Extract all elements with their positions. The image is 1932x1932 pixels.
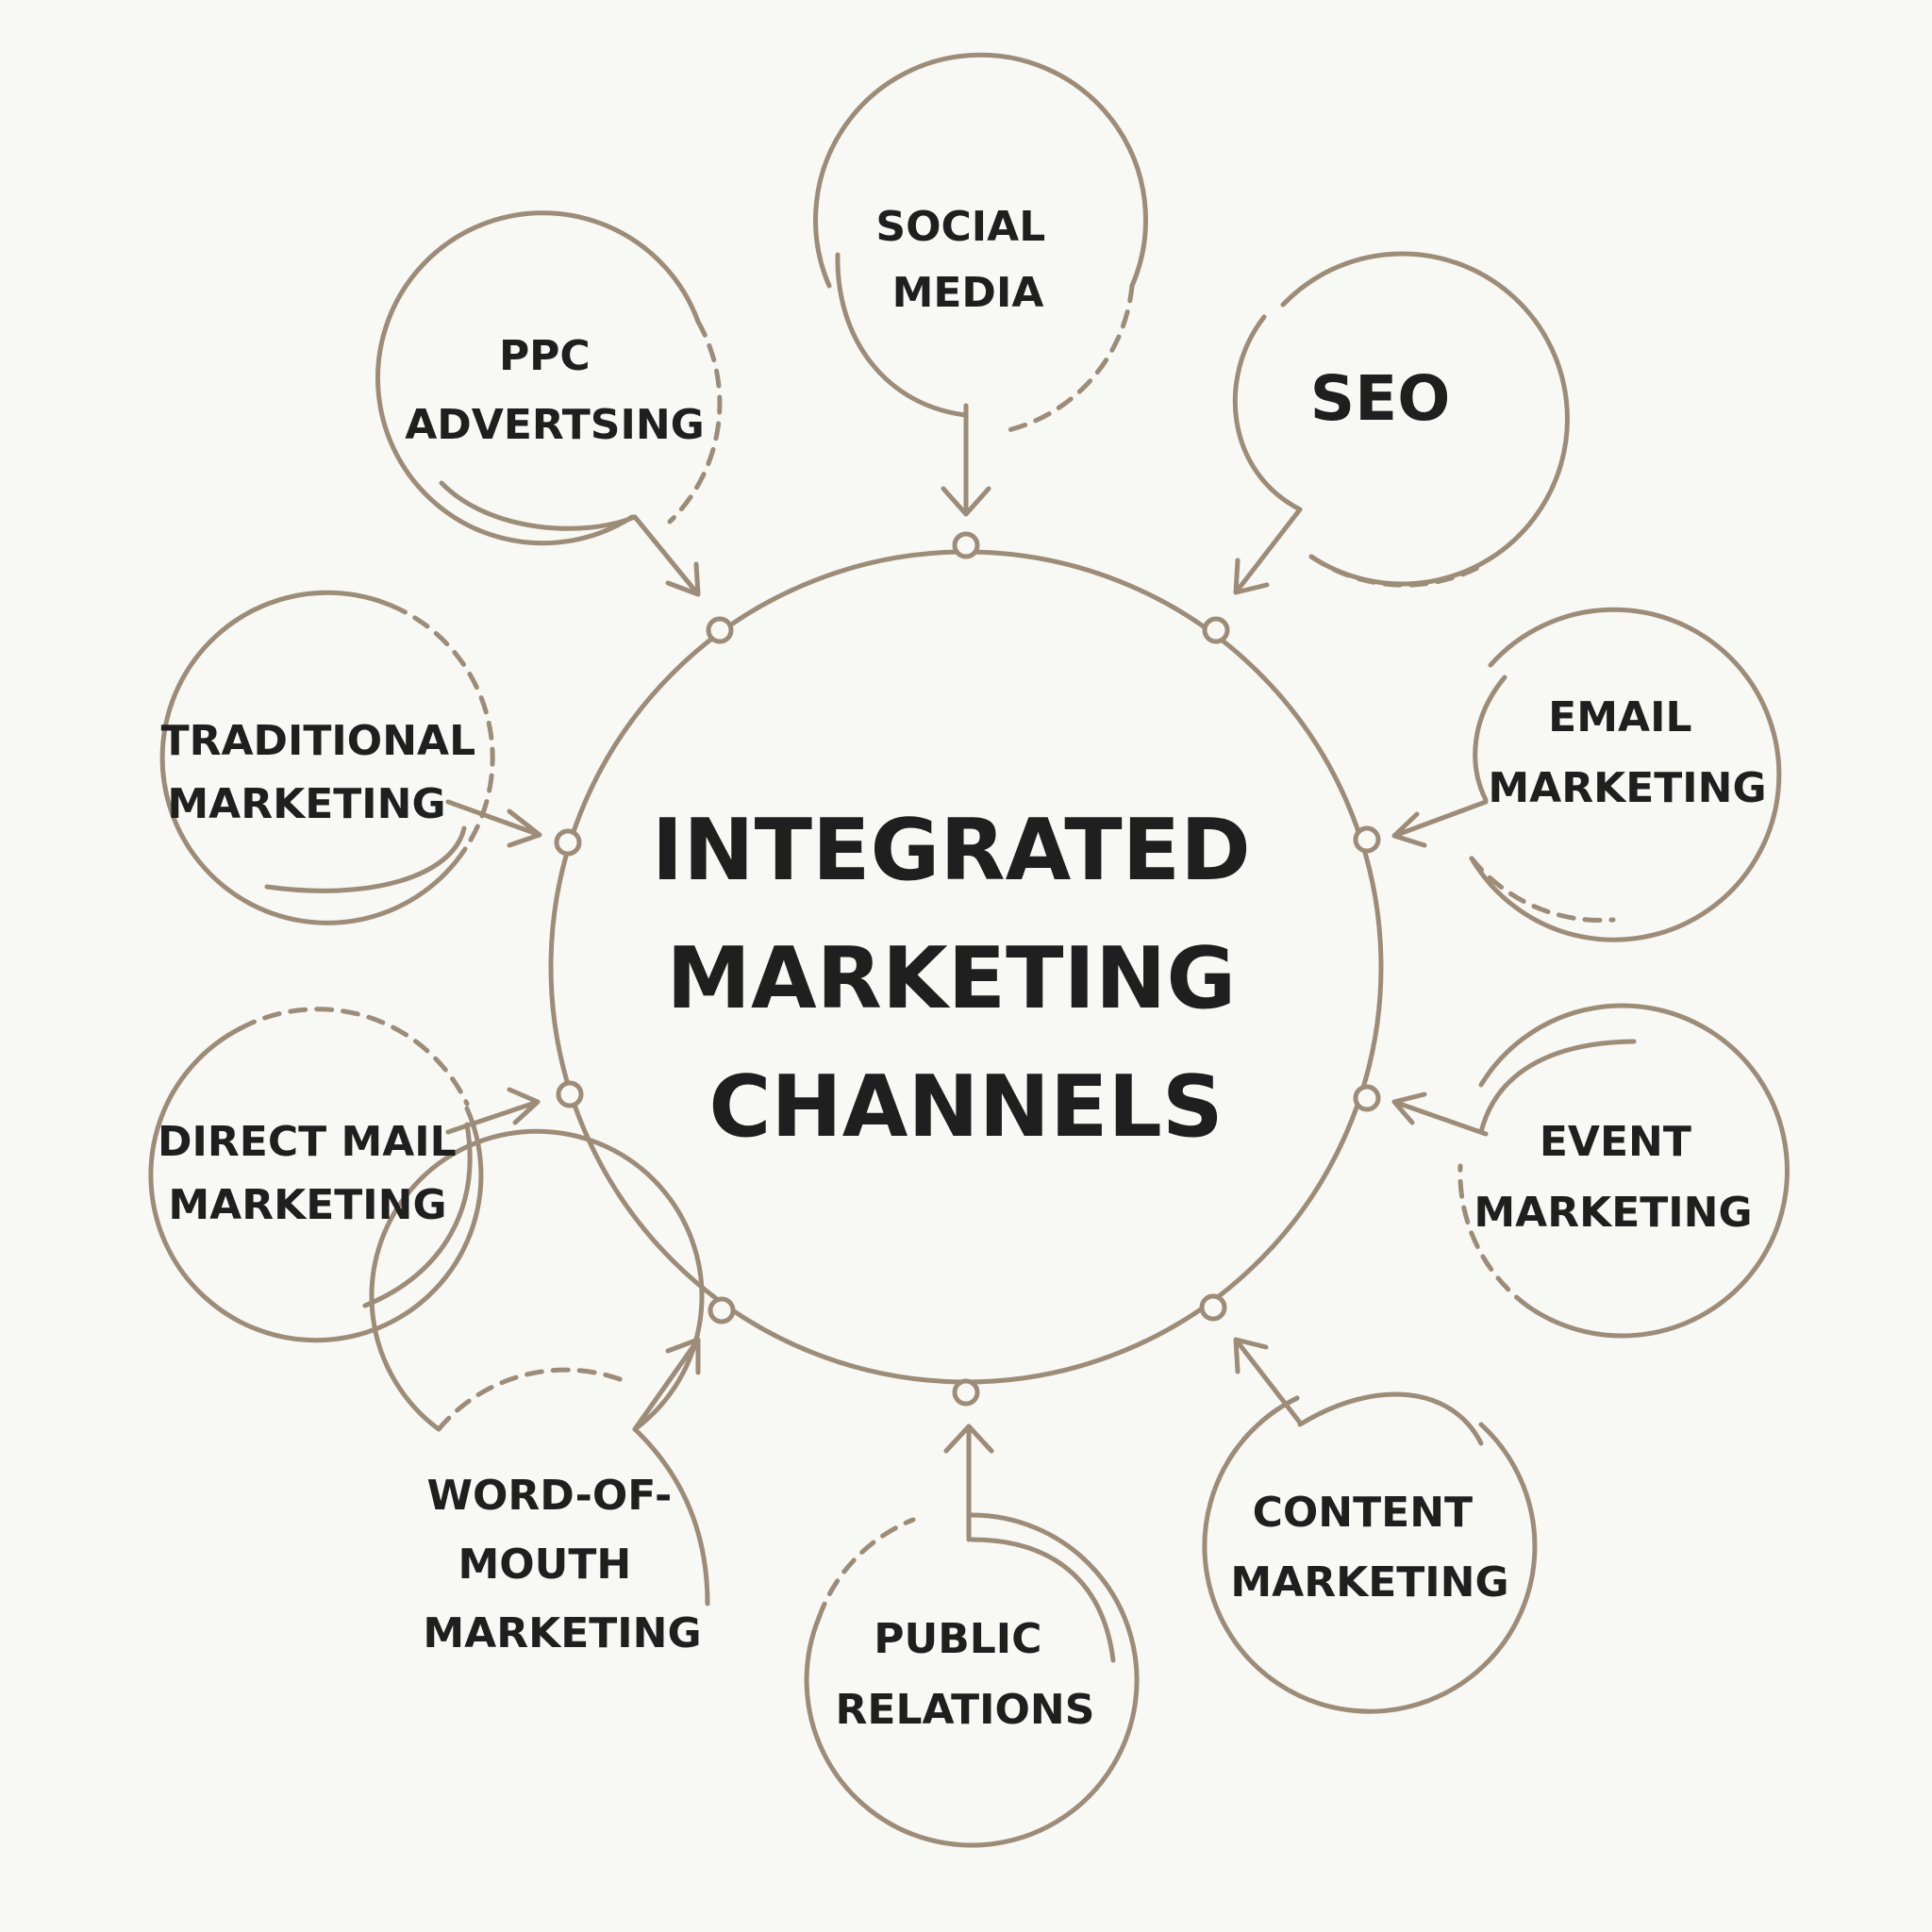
traditional-marketing-dashed-arc [389,603,495,852]
email-marketing-label-line: EMAIL [1548,693,1691,741]
channel-social-media: SOCIAL MEDIA [813,52,1148,517]
traditional-marketing-label-line: MARKETING [167,780,445,828]
channel-email-marketing: EMAIL MARKETING [1391,607,1782,942]
traditional-marketing-inner-arc [264,825,467,893]
direct-mail-inner-arc [362,1122,473,1308]
traditional-marketing-connector [445,799,542,848]
ppc-advertising-inner-arc [439,480,638,531]
word-of-mouth-dashed-arc [436,1367,625,1432]
hub-title-line: INTEGRATED [652,801,1251,900]
public-relations-label: PUBLIC RELATIONS [836,1615,1095,1734]
channel-content-marketing: CONTENT MARKETING [1202,1337,1538,1714]
email-marketing-label-line: MARKETING [1488,764,1766,812]
social-media-ring [813,52,1148,289]
channel-traditional-marketing: TRADITIONAL MARKETING [159,590,542,925]
hub-title-line: CHANNELS [708,1058,1223,1157]
seo-inner-arc [1232,314,1303,512]
hub-port-right-upper [1353,825,1381,854]
social-media-label: SOCIAL MEDIA [875,203,1059,317]
hub-port-top [952,531,980,559]
email-marketing-ring [1469,607,1782,942]
email-marketing-inner-arc [1473,675,1507,803]
public-relations-label-line: RELATIONS [836,1686,1095,1734]
word-of-mouth-ring [369,1128,705,1432]
seo-label: SEO [1310,362,1451,435]
word-of-mouth-label-line: WORD-OF- [426,1472,672,1520]
social-media-connector [941,403,991,517]
content-marketing-label: CONTENT MARKETING [1230,1489,1508,1607]
hub-title: INTEGRATED MARKETING CHANNELS [652,801,1280,1157]
word-of-mouth-label-line: MARKETING [423,1609,701,1657]
word-of-mouth-label: WORD-OF- MOUTH MARKETING [423,1472,701,1657]
hub-port-bottom-right [1199,1293,1227,1322]
seo-connector [1233,507,1303,595]
hub-port-right-lower [1353,1084,1381,1112]
social-media-label-line: SOCIAL [875,203,1045,251]
channel-seo: SEO [1232,251,1570,595]
traditional-marketing-ring [159,590,468,925]
ppc-advertising-connector [632,514,701,597]
content-marketing-label-line: CONTENT [1253,1489,1473,1537]
social-media-dashed-arc [997,283,1135,435]
content-marketing-connector [1233,1337,1303,1425]
ppc-advertising-dashed-arc [667,319,723,525]
ppc-advertising-label-line: PPC [499,332,591,380]
channel-direct-mail-marketing: DIRECT MAIL MARKETING [148,1007,541,1343]
hub-port-bottom-left [708,1296,736,1324]
channel-public-relations: PUBLIC RELATIONS [804,1424,1140,1848]
social-media-inner-arc [835,252,969,418]
public-relations-dashed-arc [816,1517,916,1621]
hub-port-top-right [1202,616,1230,644]
ppc-advertising-ring [375,210,701,546]
hub-title-line: MARKETING [666,929,1236,1028]
hub-port-left-upper [554,828,582,857]
ppc-advertising-label: PPC ADVERTSING [405,332,705,449]
content-marketing-ring [1202,1395,1538,1714]
seo-label-line: SEO [1310,362,1451,435]
hub: INTEGRATED MARKETING CHANNELS [548,531,1384,1407]
direct-mail-connector [445,1087,541,1135]
hub-port-top-left [706,616,734,644]
email-marketing-label: EMAIL MARKETING [1488,693,1766,812]
hub-port-left-lower [556,1080,584,1108]
word-of-mouth-inner-arc [632,1426,710,1607]
event-marketing-inner-arc [1478,1039,1637,1135]
hub-port-bottom [952,1378,980,1407]
direct-mail-dashed-arc [238,1007,470,1107]
event-marketing-connector [1391,1091,1489,1137]
direct-mail-ring [148,1025,484,1343]
public-relations-label-line: PUBLIC [874,1615,1041,1663]
traditional-marketing-label-line: TRADITIONAL [161,717,476,765]
content-marketing-inner-arc [1297,1391,1484,1446]
event-marketing-label-line: EVENT [1540,1118,1691,1166]
direct-mail-label: DIRECT MAIL MARKETING [158,1118,471,1229]
traditional-marketing-label: TRADITIONAL MARKETING [161,717,491,828]
social-media-label-line: MEDIA [892,269,1044,317]
direct-mail-label-line: DIRECT MAIL [158,1118,457,1166]
seo-dashed-arc [1308,554,1484,588]
channel-event-marketing: EVENT MARKETING [1391,1003,1790,1339]
event-marketing-dashed-arc [1457,1163,1531,1309]
channel-ppc-advertising: PPC ADVERTSING [375,210,723,597]
content-marketing-dashed-arc [1224,1395,1300,1467]
public-relations-ring [804,1512,1140,1848]
event-marketing-label: EVENT MARKETING [1474,1118,1752,1237]
email-marketing-connector [1391,799,1489,848]
content-marketing-label-line: MARKETING [1230,1558,1508,1607]
word-of-mouth-label-line: MOUTH [458,1541,631,1589]
event-marketing-label-line: MARKETING [1474,1189,1752,1237]
ppc-advertising-label-line: ADVERTSING [405,401,705,449]
channel-word-of-mouth-marketing: WORD-OF- MOUTH MARKETING [369,1128,710,1657]
event-marketing-ring [1478,1003,1790,1339]
public-relations-inner-arc [969,1537,1116,1663]
public-relations-connector [943,1424,994,1542]
direct-mail-label-line: MARKETING [168,1181,446,1229]
word-of-mouth-connector [632,1337,701,1432]
email-marketing-dashed-arc [1469,856,1616,923]
